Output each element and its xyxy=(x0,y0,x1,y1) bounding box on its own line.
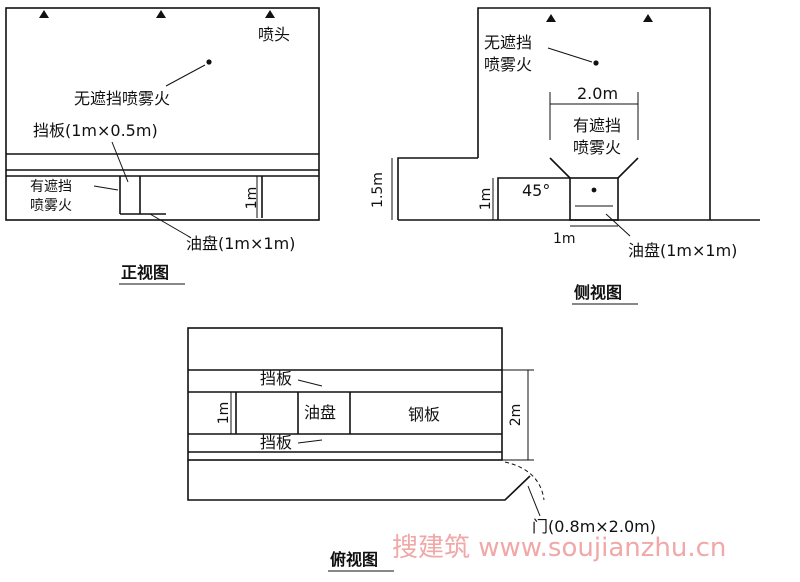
front-nozzle-label: 喷头 xyxy=(258,25,290,44)
side-room-outline xyxy=(477,7,711,220)
top-steel-plate-label: 钢板 xyxy=(408,405,440,424)
top-baffle-top-leader xyxy=(297,379,323,387)
side-view-caption: 侧视图 xyxy=(574,283,622,302)
side-inner-box xyxy=(497,177,570,220)
top-2m-label: 2m xyxy=(508,404,524,427)
side-1m-label: 1m xyxy=(478,188,494,211)
front-unshielded-fire-point xyxy=(206,59,212,65)
side-oil-pan-leader xyxy=(605,213,631,237)
front-unshielded-fire-label: 无遮挡喷雾火 xyxy=(74,89,170,108)
top-room-outline xyxy=(187,327,503,461)
top-view-caption: 俯视图 xyxy=(330,550,378,569)
side-depth-1m-label: 1m xyxy=(553,231,576,247)
nozzle-marker-3 xyxy=(265,10,275,18)
top-oil-pan-label: 油盘 xyxy=(304,403,336,422)
top-baffle-bottom-leader xyxy=(297,439,323,444)
side-unshielded-fire-point xyxy=(593,60,599,66)
front-oil-pan-label: 油盘(1m×1m) xyxy=(186,234,295,253)
top-baffle-bottom-label: 挡板 xyxy=(260,433,292,452)
side-oil-pan-box xyxy=(569,177,619,221)
side-1-5m-label: 1.5m xyxy=(370,172,386,208)
side-unshielded-leader xyxy=(547,47,593,63)
side-unshielded-label-2: 喷雾火 xyxy=(484,55,532,74)
side-oil-pan-label: 油盘(1m×1m) xyxy=(628,241,737,260)
top-view: 1m 油盘 钢板 挡板 挡板 2m 门(0.8m×2.0m) 俯视图 xyxy=(187,327,656,572)
side-view: 无遮挡 喷雾火 2.0m 有遮挡 喷雾火 1.5m 1m 45° 1m 油盘(1… xyxy=(370,7,760,305)
side-shielded-fire-point xyxy=(591,187,597,193)
side-nozzle-marker-1 xyxy=(546,14,556,22)
front-room-outline xyxy=(5,7,320,221)
side-unshielded-label-1: 无遮挡 xyxy=(484,33,532,52)
front-shielded-fire-label-2: 喷雾火 xyxy=(30,198,72,214)
front-1m-label: 1m xyxy=(244,187,260,210)
front-shielded-leader xyxy=(93,185,119,191)
top-door-swing xyxy=(504,461,545,501)
front-view-caption: 正视图 xyxy=(121,263,169,282)
front-unshielded-leader xyxy=(165,64,206,87)
nozzle-marker-2 xyxy=(156,10,166,18)
side-shielded-label-1: 有遮挡 xyxy=(573,116,621,135)
side-45deg-label: 45° xyxy=(522,181,550,200)
front-oil-pan-leader xyxy=(149,213,189,237)
top-baffle-top-label: 挡板 xyxy=(260,369,292,388)
side-left-baffle xyxy=(549,157,571,179)
front-view: 喷头 无遮挡喷雾火 挡板(1m×0.5m) 1m 有遮挡 喷雾火 油盘(1m×1… xyxy=(5,7,320,285)
nozzle-marker-1 xyxy=(39,10,49,18)
front-baffle-label: 挡板(1m×0.5m) xyxy=(33,121,158,140)
top-door-leader xyxy=(527,485,541,517)
front-shielded-fire-label-1: 有遮挡 xyxy=(30,179,72,195)
side-right-baffle xyxy=(617,157,639,179)
side-step-platform xyxy=(397,157,478,220)
side-shielded-label-2: 喷雾火 xyxy=(573,138,621,157)
top-lower-extension xyxy=(187,460,531,501)
watermark: 搜建筑 www.soujianzhu.cn xyxy=(392,533,726,563)
top-1m-label: 1m xyxy=(216,402,232,425)
side-nozzle-marker-2 xyxy=(643,14,653,22)
side-2m-label: 2.0m xyxy=(577,84,618,103)
top-door-label: 门(0.8m×2.0m) xyxy=(532,517,656,536)
